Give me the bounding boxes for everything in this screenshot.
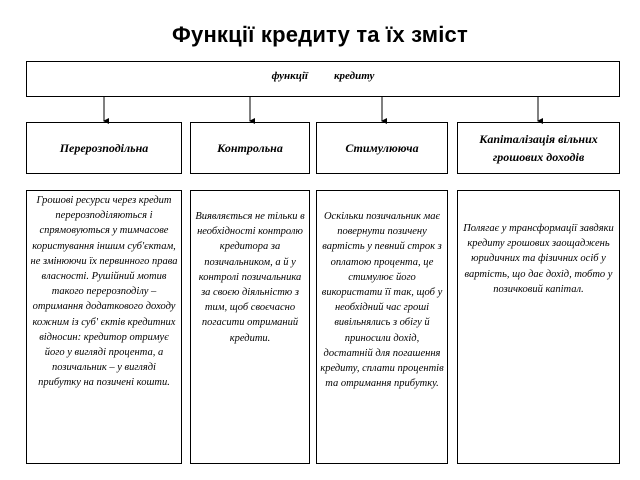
heading-stimulating: Стимулююча	[316, 122, 448, 174]
heading-redistributive: Перерозподільна	[26, 122, 182, 174]
text-redistributive: Грошові ресурси через кредит перерозподі…	[26, 190, 182, 464]
text-control: Виявляється не тільки в необхідності кон…	[190, 190, 310, 464]
text-capitalization: Полягає у трансформації завдяки кредиту …	[457, 190, 620, 464]
functions-box: функції кредиту	[26, 61, 620, 97]
credit-word: кредиту	[333, 70, 375, 82]
page-title: Функції кредиту та їх зміст	[172, 22, 468, 47]
functions-word: функції	[271, 70, 308, 82]
functions-box-label: функції кредиту	[27, 70, 619, 82]
heading-capitalization: Капіталізація вільних грошових доходів	[457, 122, 620, 174]
heading-control: Контрольна	[190, 122, 310, 174]
text-stimulating: Оскільки позичальник має повернути позич…	[316, 190, 448, 464]
